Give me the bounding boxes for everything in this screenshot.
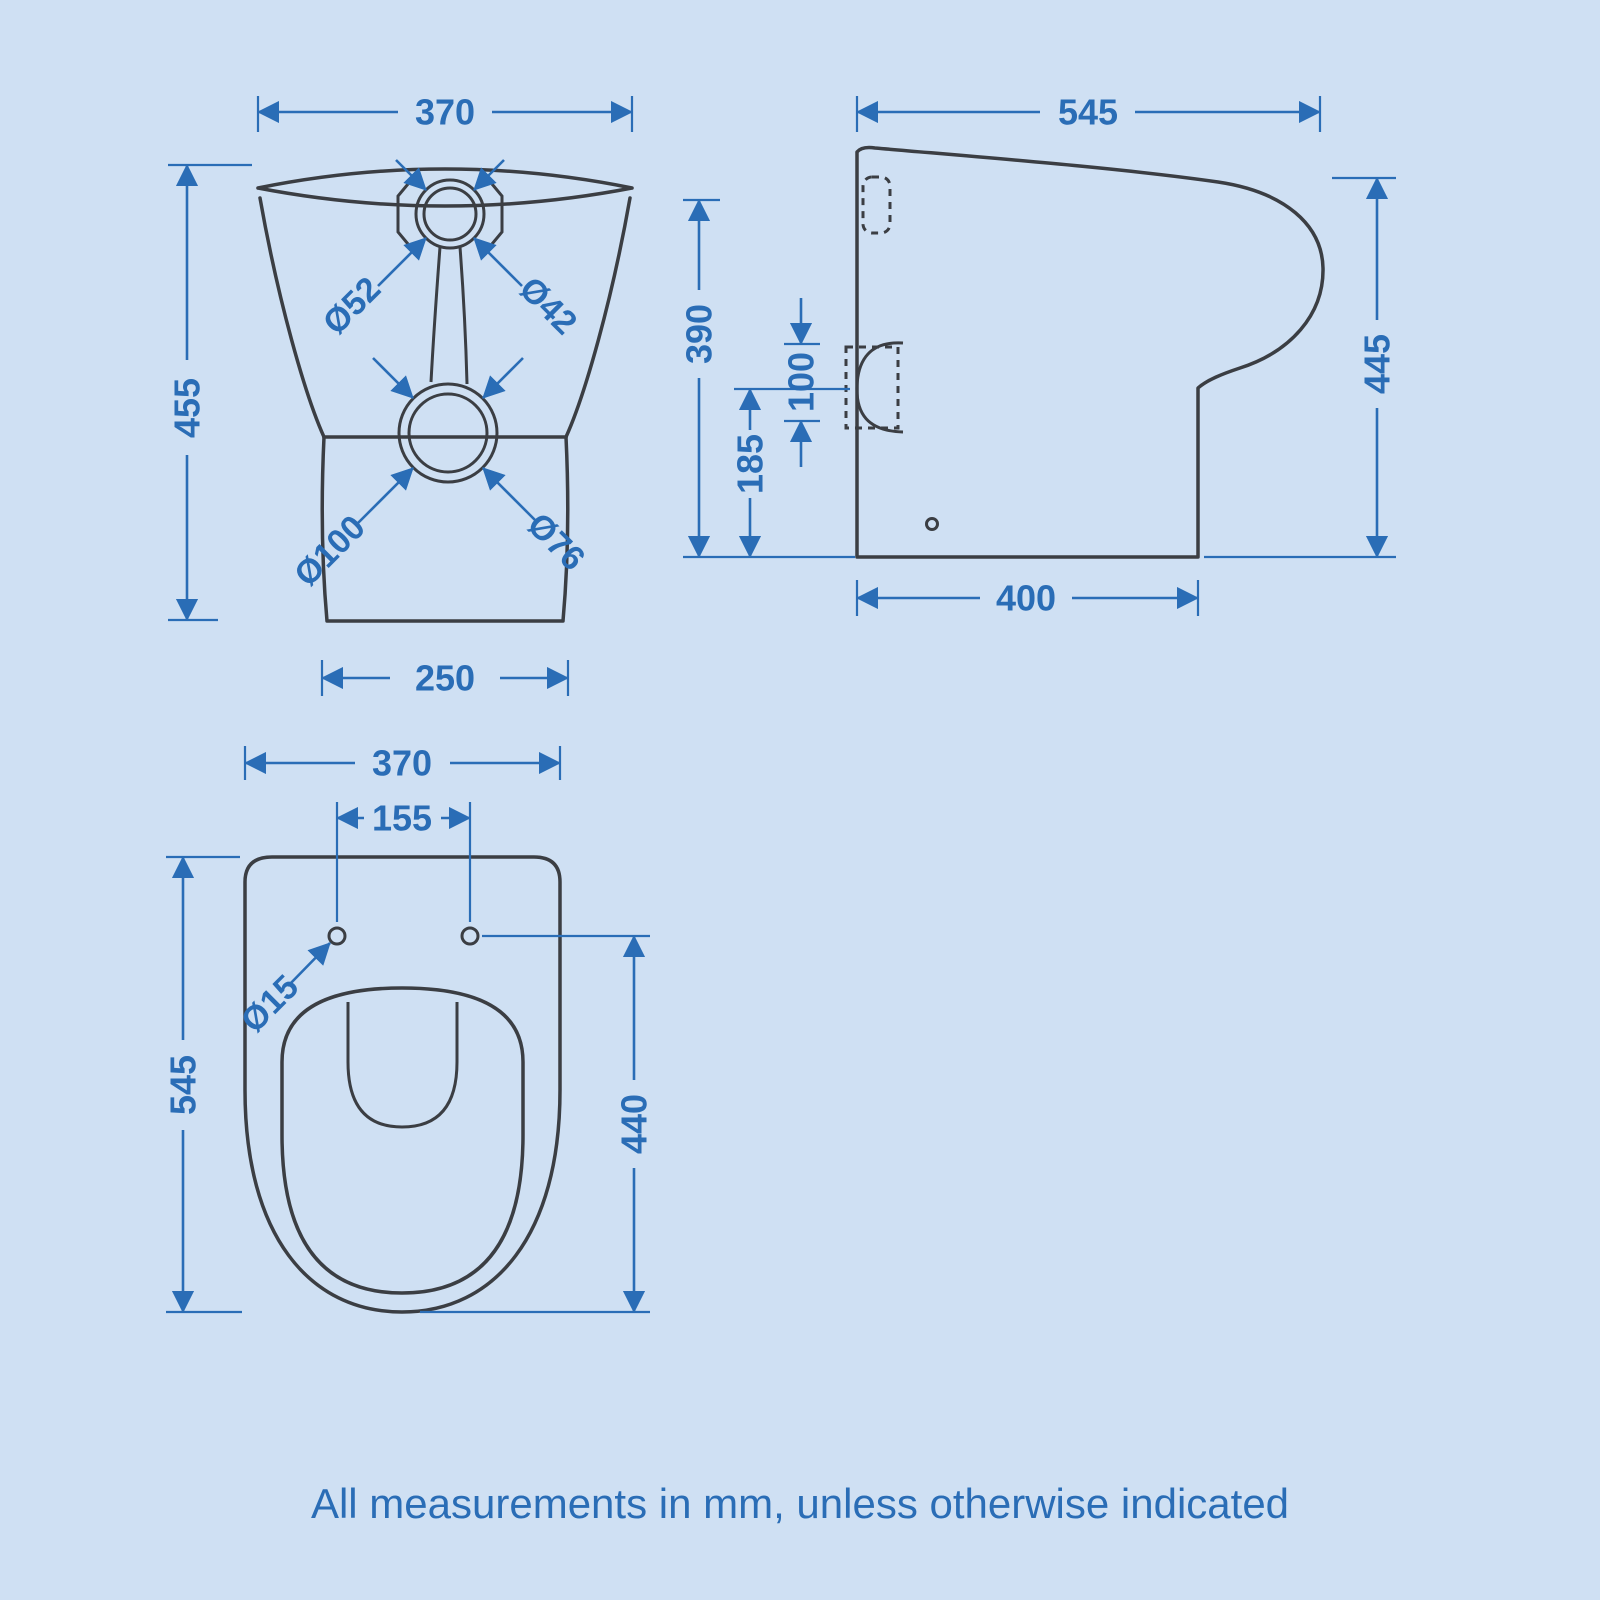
plan-spacing-label: 155 [372, 798, 432, 839]
side-front-height-label: 445 [1357, 334, 1398, 394]
plan-bowl-extensions [420, 934, 650, 1314]
measurement-note: All measurements in mm, unless otherwise… [311, 1480, 1289, 1527]
outlet-leader-upper-right [482, 357, 524, 399]
outlet-outer-circle [397, 382, 499, 484]
plan-flush-pocket [346, 1002, 459, 1129]
plan-view: Ø15 370 155 545 440 [163, 743, 655, 1314]
side-waste-label: 100 [781, 352, 822, 412]
flush-bracket-left [396, 183, 410, 245]
front-bowl-sides [258, 196, 632, 439]
plan-seat-hole-left [327, 926, 347, 946]
flush-leader-lower-left [377, 237, 427, 287]
front-view: Ø52 Ø42 Ø100 Ø76 370 455 250 [167, 92, 634, 699]
flush-bracket-right [490, 183, 504, 245]
front-height-label: 455 [167, 378, 208, 438]
side-back-height-label: 390 [679, 304, 720, 364]
side-view: 545 390 100 185 445 400 [679, 92, 1398, 619]
flush-dia-left-label: Ø52 [316, 270, 388, 342]
plan-seat-hole-right [460, 926, 480, 946]
flush-leader-lower-right [473, 237, 523, 287]
front-pedestal [320, 435, 570, 623]
side-outline [855, 145, 1325, 559]
outlet-leader-upper-left [372, 357, 414, 399]
side-waste-centre-label: 185 [730, 434, 771, 494]
plan-depth-label: 545 [163, 1055, 204, 1115]
side-back-height-ticks [683, 198, 855, 559]
flush-dia-right-label: Ø42 [512, 270, 584, 342]
front-width-label: 370 [415, 92, 475, 133]
outlet-leader-lower-left [357, 467, 414, 524]
outlet-inner-circle [407, 392, 489, 474]
flush-channel [429, 246, 469, 385]
plan-outline [243, 855, 562, 1314]
inlet-slot-dashed [861, 175, 892, 235]
flush-hole-outer-circle [414, 178, 486, 250]
front-base-label: 250 [415, 658, 475, 699]
front-rim-outline [256, 167, 634, 208]
waste-trap-curve [855, 341, 904, 434]
flush-leader-upper-left [395, 159, 427, 191]
flush-hole-inner-circle [422, 186, 478, 242]
plan-bowl-ring [280, 986, 525, 1295]
plan-bowl-label: 440 [614, 1094, 655, 1154]
flush-leader-upper-right [473, 159, 505, 191]
waste-outlet-dashed [844, 345, 900, 430]
side-base-label: 400 [996, 578, 1056, 619]
plan-width-label: 370 [372, 743, 432, 784]
outlet-leader-lower-right [482, 467, 539, 524]
side-fixing-hole [925, 517, 939, 531]
side-depth-label: 545 [1058, 92, 1118, 133]
plan-hole-leader [287, 942, 331, 987]
